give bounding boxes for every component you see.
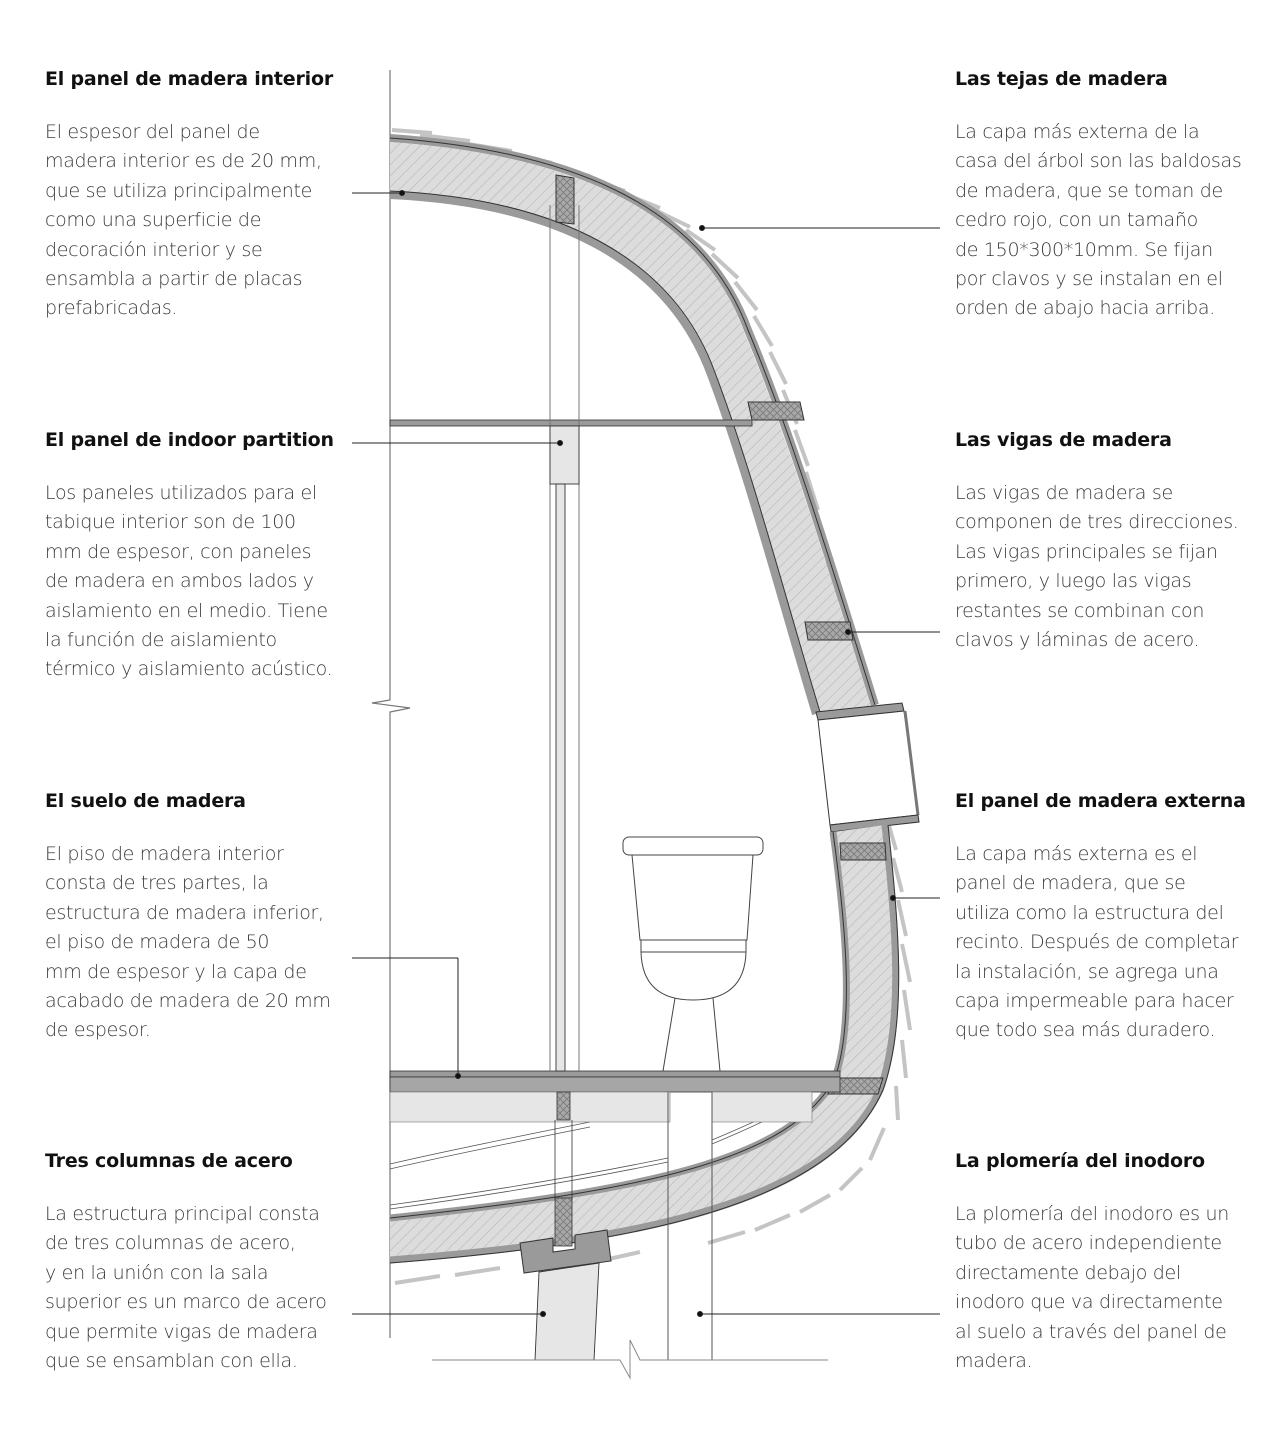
annotation-body: La plomería del inodoro es un tubo de ac…: [955, 1203, 1229, 1373]
annotation-title: Las vigas de madera: [955, 429, 1172, 451]
annotation-external-panel: El panel de madera externa La capa más e…: [955, 790, 1275, 1046]
window-opening: [815, 702, 920, 833]
annotation-body: Las vigas de madera se componen de tres …: [955, 482, 1239, 652]
annotation-title: La plomería del inodoro: [955, 1150, 1205, 1172]
annotation-body: El espesor del panel de madera interior …: [45, 121, 322, 320]
annotation-title: Las tejas de madera: [955, 68, 1168, 90]
annotation-indoor-partition: El panel de indoor partition Los paneles…: [45, 429, 365, 685]
annotation-steel-columns: Tres columnas de acero La estructura pri…: [45, 1150, 365, 1376]
annotation-body: El piso de madera interior consta de tre…: [45, 843, 331, 1042]
annotation-title: El panel de madera externa: [955, 790, 1246, 812]
annotation-title: El panel de madera interior: [45, 68, 333, 90]
indoor-partition: [549, 205, 580, 1072]
toilet-plumbing-pipe: [667, 1092, 713, 1360]
annotation-body: Los paneles utilizados para el tabique i…: [45, 482, 333, 681]
steel-column-center: [519, 1091, 612, 1361]
leader-lines: [352, 190, 940, 1317]
annotation-wood-shingles: Las tejas de madera La capa más externa …: [955, 68, 1275, 324]
annotation-title: El suelo de madera: [45, 790, 246, 812]
annotation-wood-floor: El suelo de madera El piso de madera int…: [45, 790, 365, 1046]
shell-upper: [389, 134, 879, 716]
annotation-title: Tres columnas de acero: [45, 1150, 293, 1172]
annotation-interior-panel: El panel de madera interior El espesor d…: [45, 68, 365, 324]
annotation-toilet-plumbing: La plomería del inodoro La plomería del …: [955, 1150, 1275, 1376]
annotation-body: La capa más externa es el panel de mader…: [955, 843, 1239, 1042]
annotation-title: El panel de indoor partition: [45, 429, 334, 451]
partition-ceiling-beam: [389, 419, 753, 427]
wood-floor: [389, 1070, 841, 1123]
ground-line: [432, 1339, 828, 1380]
annotation-body: La capa más externa de la casa del árbol…: [955, 121, 1242, 320]
annotation-wood-beams: Las vigas de madera Las vigas de madera …: [955, 429, 1275, 655]
toilet: [622, 836, 764, 1072]
section-boundary-line: [371, 70, 411, 1338]
annotation-body: La estructura principal consta de tres c…: [45, 1203, 327, 1373]
